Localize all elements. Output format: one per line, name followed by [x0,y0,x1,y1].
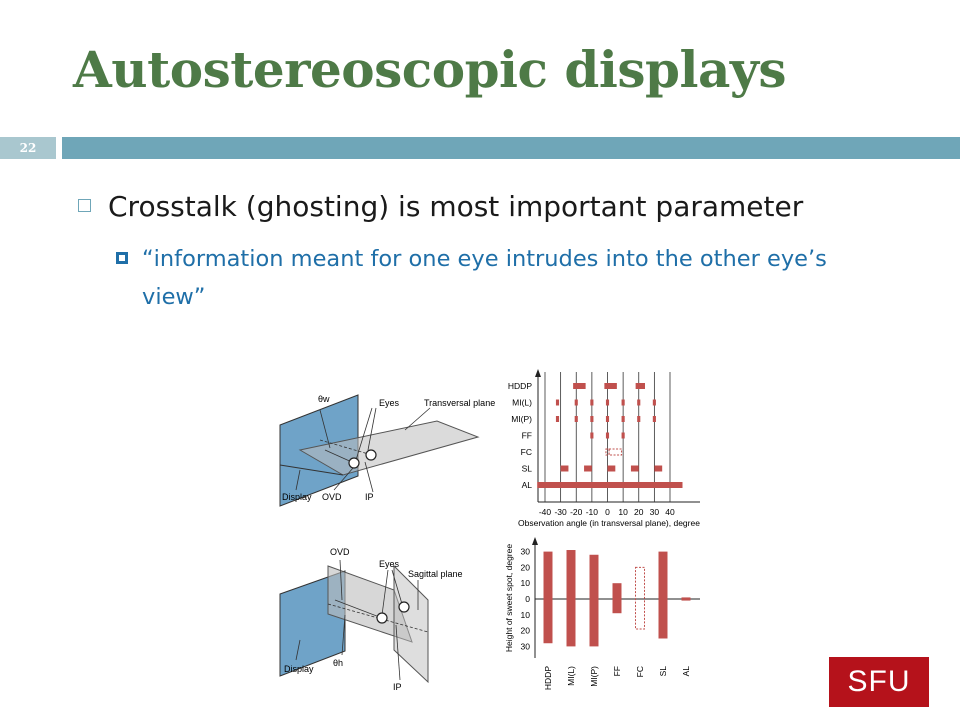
chart1-xlabel: Observation angle (in transversal plane)… [518,518,700,528]
eyes-label-bottom: Eyes [379,559,400,569]
chart2-category-label: MI(P) [589,666,599,687]
chart2-y-arrow-icon [532,537,538,545]
chart1-row-label: MI(L) [512,398,532,408]
chart1-segment [560,465,569,472]
header-rule [62,137,960,159]
chart1-segment [604,383,617,389]
chart2-ytick-label: 0 [525,594,530,604]
observation-angle-chart: Observation angle (in transversal plane)… [508,369,700,528]
chart1-segment [652,399,656,406]
chart1-y-arrow-icon [535,369,541,377]
chart1-row-label: FF [522,431,532,441]
chart1-segment [605,432,610,439]
chart1-segment [574,399,578,406]
chart1-segment [607,465,616,472]
chart2-bar [681,597,691,601]
chart1-xtick-label: -40 [539,507,552,517]
sfu-logo: SFU [829,657,929,707]
chart2-ytick-label: 30 [521,641,531,651]
chart2-category-label: HDDP [543,666,553,690]
chart2-bar [635,566,645,630]
chart2-bar [612,583,622,614]
chart2-ytick-label: 10 [521,610,531,620]
bullet-level-2: “information meant for one eye intrudes … [116,240,856,316]
transversal-plane-label: Transversal plane [424,398,495,408]
chart2-category-label: AL [681,666,691,677]
chart1-segment [621,399,625,406]
square-bullet-icon [78,199,91,212]
slide-number: 22 [19,141,37,155]
display-label-bottom: Display [284,664,314,674]
chart1-segment [605,448,610,456]
chart1-segment [621,432,625,439]
theta-w-label: θw [318,394,330,404]
bullet-2-text: “information meant for one eye intrudes … [142,246,827,310]
chart1-segment [605,399,610,406]
display-label-top: Display [282,492,312,502]
chart1-segment [635,383,645,389]
chart1-xtick-label: 0 [605,507,610,517]
chart1-segment [652,416,656,422]
chart1-segment [555,416,560,422]
eyes-label-top: Eyes [379,398,400,408]
transversal-diagram: θw Eyes Transversal plane Display OVD IP [279,394,495,507]
chart2-bar [589,554,599,647]
chart2-ylabel: Height of sweet spot, degree [504,544,514,652]
chart2-category-label: FF [612,666,622,676]
chart2-category-label: SL [658,666,668,677]
ip-label-top: IP [365,492,374,502]
chart1-segment [590,416,594,422]
chart1-segment [537,482,683,488]
sweet-spot-height-chart: Height of sweet spot, degree 30 20 10 0 10 20… [504,537,700,690]
chart1-segment [608,448,623,456]
chart1-xtick-label: -10 [586,507,599,517]
chart1-xtick-label: 20 [634,507,644,517]
slide-number-box [0,137,56,159]
filled-square-bullet-icon [116,252,128,264]
bullet-level-1: Crosstalk (ghosting) is most important p… [78,190,803,223]
chart1-xtick-label: 30 [650,507,660,517]
slide-title: Autostereoscopic displays [73,40,787,99]
chart1-segment [637,416,641,422]
ovd-label-top: OVD [322,492,342,502]
chart1-row-label: SL [522,464,533,474]
chart2-ytick-label: 20 [521,562,531,572]
chart2-ytick-label: 10 [521,578,531,588]
chart1-xtick-label: 40 [665,507,675,517]
chart1-xtick-label: -30 [554,507,567,517]
ovd-label-bottom: OVD [330,547,350,557]
chart1-segment [590,399,594,406]
chart2-bar [566,550,576,647]
chart1-segment [621,416,625,422]
chart2-category-label: MI(L) [566,666,576,686]
chart2-bar [543,551,553,644]
chart1-row-label: FC [521,447,532,457]
chart1-segment [605,416,610,422]
sagittal-plane-label: Sagittal plane [408,569,463,579]
chart1-segment [590,432,594,439]
chart1-segment [584,465,592,472]
bullet-1-text: Crosstalk (ghosting) is most important p… [108,190,804,223]
sagittal-diagram: OVD Eyes Sagittal plane Display θh IP [279,547,463,692]
chart2-ytick-label: 30 [521,547,531,557]
chart2-category-label: FC [635,666,645,677]
chart1-segment [630,465,639,472]
chart1-segment [555,399,560,406]
chart2-ytick-label: 20 [521,626,531,636]
chart1-segment [637,399,641,406]
chart1-xtick-label: -20 [570,507,583,517]
chart1-segment [654,465,663,472]
chart1-row-label: MI(P) [511,414,532,424]
chart1-segment [574,416,578,422]
ip-label-bottom: IP [393,682,402,692]
chart1-segment [573,383,586,389]
chart1-xtick-label: 10 [618,507,628,517]
chart1-row-label: HDDP [508,381,532,391]
theta-h-label: θh [333,658,343,668]
chart1-row-label: AL [522,480,533,490]
chart2-bar [658,551,668,639]
